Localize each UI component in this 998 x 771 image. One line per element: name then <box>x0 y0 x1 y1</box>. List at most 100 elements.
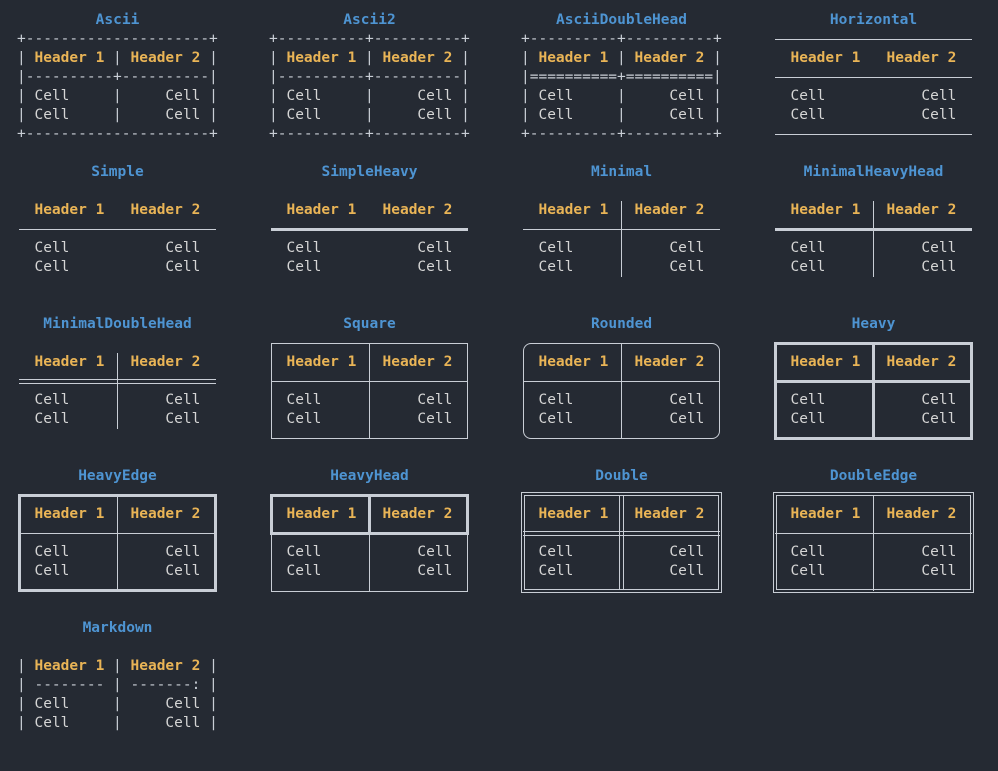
cell-text: Cell <box>165 411 201 427</box>
header-text: Header 1 <box>286 506 357 522</box>
cell-text: Cell <box>417 392 453 408</box>
header-text: Header 1 <box>538 202 609 218</box>
cell-text: Cell <box>669 259 705 275</box>
header-separator <box>523 531 720 536</box>
cell-text: Cell <box>669 107 705 123</box>
table-line: Header 1 Header 2 <box>521 353 722 372</box>
border-glyphs: | <box>17 88 35 104</box>
header-text: Header 2 <box>886 354 957 370</box>
table-line: Header 1 Header 2 <box>773 505 974 524</box>
border-glyphs <box>860 202 886 218</box>
table-title-minimal-double-head: MinimalDoubleHead <box>43 316 192 332</box>
table-demo-ascii2: Ascii2+----------+----------+| Header 1 … <box>269 11 470 163</box>
table-line: | Cell | Cell | <box>521 87 722 106</box>
table-line: Cell Cell <box>773 239 974 258</box>
table-demo-heavy-head: HeavyHead Header 1 Header 2 Cell Cell Ce… <box>269 467 470 619</box>
border-glyphs: |----------+----------| <box>17 69 218 85</box>
table-line: Cell Cell <box>269 391 470 410</box>
table-line: Cell Cell <box>269 258 470 277</box>
header-text: Header 1 <box>538 506 609 522</box>
table-line: | Cell | Cell | <box>17 106 218 125</box>
border-glyphs <box>825 259 921 275</box>
border-glyphs <box>573 392 669 408</box>
border-glyphs <box>200 506 217 522</box>
table-line: Cell Cell <box>773 106 974 125</box>
cell-text: Cell <box>790 259 826 275</box>
header-text: Header 2 <box>130 50 201 66</box>
border-glyphs <box>573 544 669 560</box>
border-glyphs <box>200 563 217 579</box>
border-glyphs <box>452 354 469 370</box>
table-line: +----------+----------+ <box>269 125 470 144</box>
table-demo-heavy-edge: HeavyEdge Header 1 Header 2 Cell Cell Ce… <box>17 467 218 619</box>
header-separator <box>19 379 216 384</box>
border-glyphs: | <box>452 107 470 123</box>
border-glyphs <box>69 259 165 275</box>
header-separator <box>523 229 720 230</box>
table-line: Cell Cell <box>17 239 218 258</box>
cell-text: Cell <box>165 696 201 712</box>
border-glyphs <box>825 563 921 579</box>
border-glyphs <box>825 392 921 408</box>
table-title-rounded: Rounded <box>590 316 653 332</box>
cell-text: Cell <box>417 544 453 560</box>
border-glyphs <box>269 259 286 275</box>
header-text: Header 2 <box>634 50 705 66</box>
table-line: Header 1 Header 2 <box>773 353 974 372</box>
border-glyphs: | <box>704 50 722 66</box>
header-text: Header 2 <box>130 202 201 218</box>
table-title-heavy: Heavy <box>851 316 896 332</box>
header-text: Header 1 <box>286 354 357 370</box>
table-line: +---------------------+ <box>17 125 218 144</box>
border-glyphs: | <box>17 715 35 731</box>
table-line: Cell Cell <box>521 410 722 429</box>
cell-text: Cell <box>921 107 957 123</box>
cell-text: Cell <box>538 563 574 579</box>
border-glyphs <box>200 202 217 218</box>
table-line: Cell Cell <box>269 239 470 258</box>
cell-text: Cell <box>165 259 201 275</box>
cell-text: Cell <box>165 544 201 560</box>
cell-text: Cell <box>34 696 70 712</box>
border-glyphs <box>452 202 469 218</box>
border-glyphs: | <box>69 88 166 104</box>
border-glyphs <box>704 240 721 256</box>
cell-text: Cell <box>165 563 201 579</box>
border-glyphs <box>17 563 34 579</box>
border-glyphs <box>521 392 538 408</box>
table-line: +----------+----------+ <box>521 125 722 144</box>
border-glyphs <box>860 354 886 370</box>
header-text: Header 2 <box>130 506 201 522</box>
cell-text: Cell <box>538 259 574 275</box>
cell-text: Cell <box>790 544 826 560</box>
header-text: Header 2 <box>382 202 453 218</box>
border-glyphs <box>521 411 538 427</box>
cell-text: Cell <box>417 107 453 123</box>
header-text: Header 1 <box>790 202 861 218</box>
border-glyphs: |----------+----------| <box>269 69 470 85</box>
border-glyphs <box>704 354 721 370</box>
header-separator <box>19 533 216 534</box>
table-line: Header 1 Header 2 <box>269 201 470 220</box>
table-line: +----------+----------+ <box>269 30 470 49</box>
border-glyphs <box>321 259 417 275</box>
border-glyphs: | <box>200 715 218 731</box>
table-line: | Cell | Cell | <box>17 714 218 733</box>
border-glyphs <box>321 411 417 427</box>
cell-text: Cell <box>417 411 453 427</box>
table-demo-heavy: Heavy Header 1 Header 2 Cell Cell Cell C… <box>773 315 974 467</box>
table-line: Cell Cell <box>269 410 470 429</box>
cell-text: Cell <box>417 259 453 275</box>
table-demo-simple-heavy: SimpleHeavy Header 1 Header 2 Cell Cell … <box>269 163 470 315</box>
border-glyphs <box>452 544 469 560</box>
border-glyphs <box>452 506 469 522</box>
table-line: | Header 1 | Header 2 | <box>17 49 218 68</box>
border-glyphs <box>17 202 34 218</box>
border-glyphs <box>956 544 973 560</box>
table-line: Cell Cell <box>17 543 218 562</box>
border-glyphs <box>956 259 973 275</box>
border-glyphs <box>200 240 217 256</box>
table-line: | Cell | Cell | <box>521 106 722 125</box>
border-glyphs: | <box>69 107 166 123</box>
cell-text: Cell <box>921 392 957 408</box>
